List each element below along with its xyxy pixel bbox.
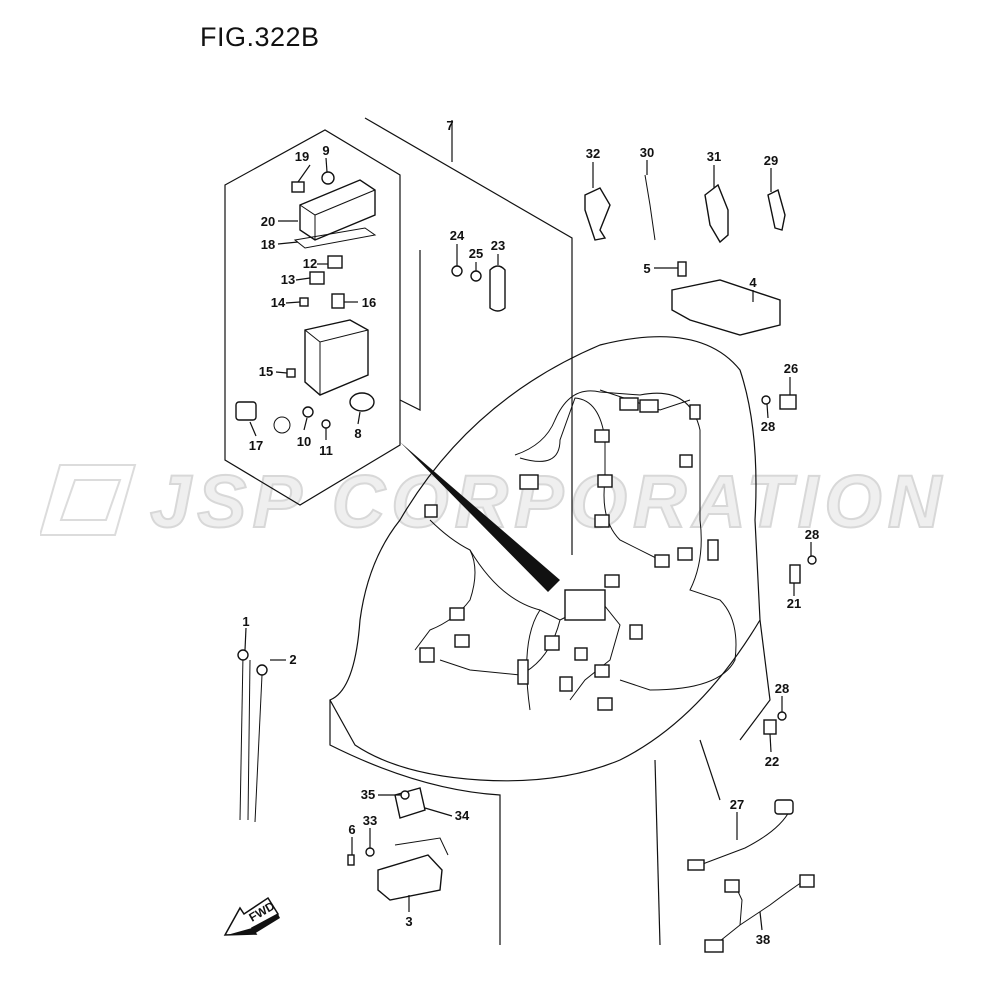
part-label-8[interactable]: 8 <box>354 426 361 441</box>
part-label-28a[interactable]: 28 <box>761 419 775 434</box>
bolt-28a <box>761 395 771 405</box>
figure-title: FIG.322B <box>200 22 320 52</box>
screw-6 <box>347 854 355 866</box>
part-label-1[interactable]: 1 <box>242 614 249 629</box>
fuse-19 <box>291 181 305 193</box>
part-label-4[interactable]: 4 <box>749 275 757 290</box>
fuse-16 <box>331 293 345 309</box>
cable-27 <box>687 799 794 871</box>
part-label-17[interactable]: 17 <box>249 438 263 453</box>
part-label-9[interactable]: 9 <box>322 143 329 158</box>
seal-ring <box>293 227 377 249</box>
part-label-33[interactable]: 33 <box>363 813 377 828</box>
part-label-7[interactable]: 7 <box>446 118 453 133</box>
part-label-30[interactable]: 30 <box>640 145 654 160</box>
part-label-32[interactable]: 32 <box>586 146 600 161</box>
bolt-10 <box>302 406 314 418</box>
bracket-3 <box>377 854 443 901</box>
nut-11 <box>321 419 331 429</box>
bracket-4 <box>671 279 781 336</box>
bolt-28c <box>777 711 787 721</box>
watermark-logo-mark <box>40 464 137 536</box>
part-label-29[interactable]: 29 <box>764 153 778 168</box>
part-24-washer <box>451 265 463 277</box>
part-label-25[interactable]: 25 <box>469 246 483 261</box>
part-label-38[interactable]: 38 <box>756 932 770 947</box>
clamp-29 <box>767 188 786 231</box>
part-label-21[interactable]: 21 <box>787 596 801 611</box>
washer-33 <box>365 847 375 857</box>
loop-17 <box>273 416 291 434</box>
part-label-11[interactable]: 11 <box>319 443 333 458</box>
fwd-arrow: FWD <box>223 896 280 936</box>
part-label-15[interactable]: 15 <box>259 364 273 379</box>
part-label-3[interactable]: 3 <box>405 914 412 929</box>
fuse-box-exploded-frame <box>224 117 573 592</box>
battery-cables <box>237 627 286 823</box>
part-label-5[interactable]: 5 <box>643 261 650 276</box>
part-25-nut <box>470 270 482 282</box>
part-label-23[interactable]: 23 <box>491 238 505 253</box>
main-wiring-harness <box>414 389 737 711</box>
clip-15 <box>286 368 296 378</box>
clamp-31 <box>704 183 729 244</box>
bracket-22 <box>763 719 777 735</box>
relay-17 <box>235 401 257 421</box>
part-label-20[interactable]: 20 <box>261 214 275 229</box>
clamp-32 <box>584 187 611 241</box>
part-label-19[interactable]: 19 <box>295 149 309 164</box>
bracket-21 <box>789 564 801 584</box>
part-label-28b[interactable]: 28 <box>805 527 819 542</box>
relay-13 <box>309 271 325 285</box>
bracket-34 <box>394 787 426 819</box>
leader-lines <box>249 157 812 931</box>
fuse-14 <box>299 297 309 307</box>
harness-38 <box>704 874 815 953</box>
part-label-16[interactable]: 16 <box>362 295 376 310</box>
callout-pointer <box>400 442 560 592</box>
part-23-cap <box>489 265 506 312</box>
engine-cover <box>329 336 771 946</box>
part-label-14[interactable]: 14 <box>271 295 286 310</box>
part-label-31[interactable]: 31 <box>707 149 721 164</box>
part-label-13[interactable]: 13 <box>281 272 295 287</box>
part-label-18[interactable]: 18 <box>261 237 275 252</box>
part-label-22[interactable]: 22 <box>765 754 779 769</box>
relay-12 <box>327 255 343 269</box>
watermark-text: JSP CORPORATION <box>150 460 947 543</box>
part-label-26[interactable]: 26 <box>784 361 798 376</box>
part-label-6[interactable]: 6 <box>348 822 355 837</box>
screw-35 <box>400 790 410 800</box>
bolt-5 <box>677 261 687 277</box>
part-label-34[interactable]: 34 <box>455 808 470 823</box>
tie-30 <box>644 174 656 241</box>
part-label-10[interactable]: 10 <box>297 434 311 449</box>
bracket-26 <box>779 394 797 410</box>
part-label-28c[interactable]: 28 <box>775 681 789 696</box>
grommet-8 <box>349 392 375 412</box>
bolt-28b <box>807 555 817 565</box>
part-label-24[interactable]: 24 <box>450 228 465 243</box>
part-label-27[interactable]: 27 <box>730 797 744 812</box>
junction-box <box>564 589 606 621</box>
part-label-35[interactable]: 35 <box>361 787 375 802</box>
part-label-2[interactable]: 2 <box>289 652 296 667</box>
fuse-box-cover <box>299 179 376 241</box>
part-number-labels: 1 2 3 4 5 6 7 8 9 10 11 12 13 14 15 16 1… <box>242 118 819 947</box>
watermark: JSP CORPORATION <box>40 459 947 544</box>
part-label-12[interactable]: 12 <box>303 256 317 271</box>
fuse-box-base <box>304 319 369 396</box>
cap-9 <box>321 171 335 185</box>
